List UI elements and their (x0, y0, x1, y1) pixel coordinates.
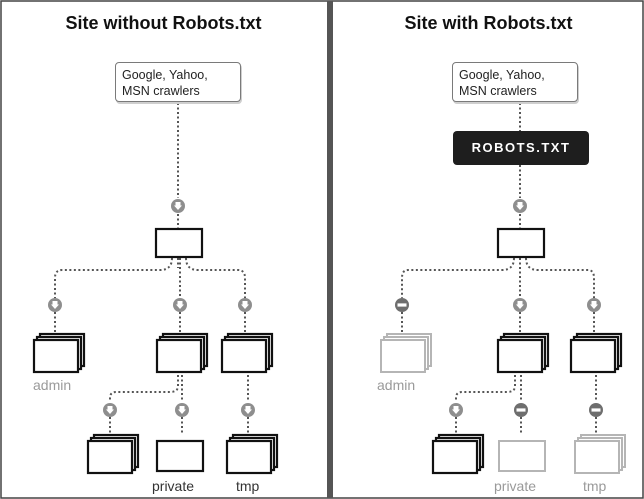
left-tmp-arrow2-icon (241, 403, 255, 417)
right-tmp-parent-folder-icon (569, 332, 623, 374)
left-crawler-line-1: Google, Yahoo, (122, 68, 208, 82)
right-tmp-block-icon (589, 403, 603, 417)
right-sub-arrow-icon (449, 403, 463, 417)
right-sub-folder-icon (431, 433, 485, 475)
left-tmp-parent-folder-icon (220, 332, 274, 374)
right-crawler-line-2: MSN crawlers (459, 84, 537, 98)
left-private-arrow-icon (175, 403, 189, 417)
left-sub-arrow-icon (103, 403, 117, 417)
right-crawler-line-1: Google, Yahoo, (459, 68, 545, 82)
left-panel-title: Site without Robots.txt (65, 13, 262, 33)
robots-txt-box: ROBOTS.TXT (453, 131, 589, 165)
right-crawler-box: Google, Yahoo, MSN crawlers (452, 62, 578, 102)
panel-divider (327, 1, 333, 498)
right-tmp-folder-icon (574, 434, 626, 474)
right-middle-folder-icon (496, 332, 550, 374)
left-sub-folder-icon (86, 433, 140, 475)
left-root-page (154, 227, 204, 259)
left-panel-connectors (54, 103, 249, 434)
right-tmp-parent-arrow-icon (587, 298, 601, 312)
right-private-page (498, 440, 546, 472)
right-root-page (496, 227, 546, 259)
left-admin-folder-icon (32, 332, 86, 374)
right-private-block-icon (514, 403, 528, 417)
left-middle-arrow-icon (173, 298, 187, 312)
left-tmp-arrow-icon (238, 298, 252, 312)
right-admin-block-icon (395, 298, 409, 312)
left-admin-arrow-icon (48, 298, 62, 312)
left-admin-label: admin (33, 377, 72, 393)
left-private-page (155, 439, 205, 473)
left-crawler-line-2: MSN crawlers (122, 84, 200, 98)
left-tmp-label: tmp (236, 478, 260, 494)
right-tmp-label: tmp (583, 478, 607, 494)
left-private-label: private (152, 478, 195, 494)
right-root-arrow-icon (513, 199, 527, 213)
right-panel-title: Site with Robots.txt (404, 13, 573, 33)
right-private-label: private (494, 478, 537, 494)
right-middle-arrow-icon (513, 298, 527, 312)
left-crawler-box: Google, Yahoo, MSN crawlers (115, 62, 241, 102)
right-admin-label: admin (377, 377, 416, 393)
right-admin-folder-icon (380, 333, 432, 373)
left-middle-folder-icon (155, 332, 209, 374)
left-root-arrow-icon (171, 199, 185, 213)
left-tmp-folder-icon (225, 433, 279, 475)
